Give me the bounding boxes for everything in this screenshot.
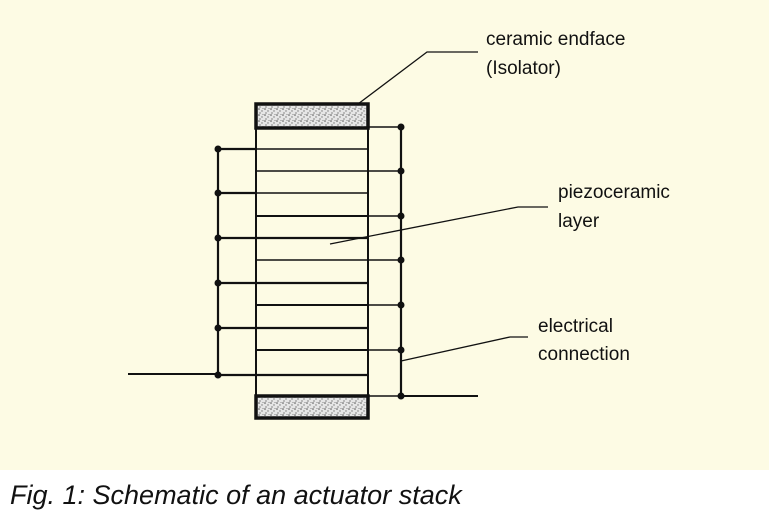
layer-separators xyxy=(256,170,368,261)
layer-leader-line xyxy=(329,206,548,245)
left-electrode-bus xyxy=(128,145,368,379)
actuator-stack-diagram: ceramic endface (Isolator) piezoceramic … xyxy=(128,29,670,420)
top-endface-isolator xyxy=(254,102,370,130)
bottom-endface-isolator xyxy=(254,394,370,420)
endface-leader-line xyxy=(357,51,478,105)
layer-label-line2: layer xyxy=(558,211,600,232)
connection-label-line1: electrical xyxy=(538,316,613,337)
figure-caption: Fig. 1: Schematic of an actuator stack xyxy=(10,480,462,510)
endface-label-line1: ceramic endface xyxy=(486,29,625,50)
right-electrode-bus xyxy=(256,123,478,400)
diagram-panel xyxy=(0,0,769,470)
leader-lines xyxy=(329,51,548,362)
stack-body xyxy=(255,128,369,396)
connection-label-line2: connection xyxy=(538,344,630,365)
connection-leader-line xyxy=(400,336,528,362)
layer-label-line1: piezoceramic xyxy=(558,182,670,203)
endface-label-line2: (Isolator) xyxy=(486,58,561,79)
